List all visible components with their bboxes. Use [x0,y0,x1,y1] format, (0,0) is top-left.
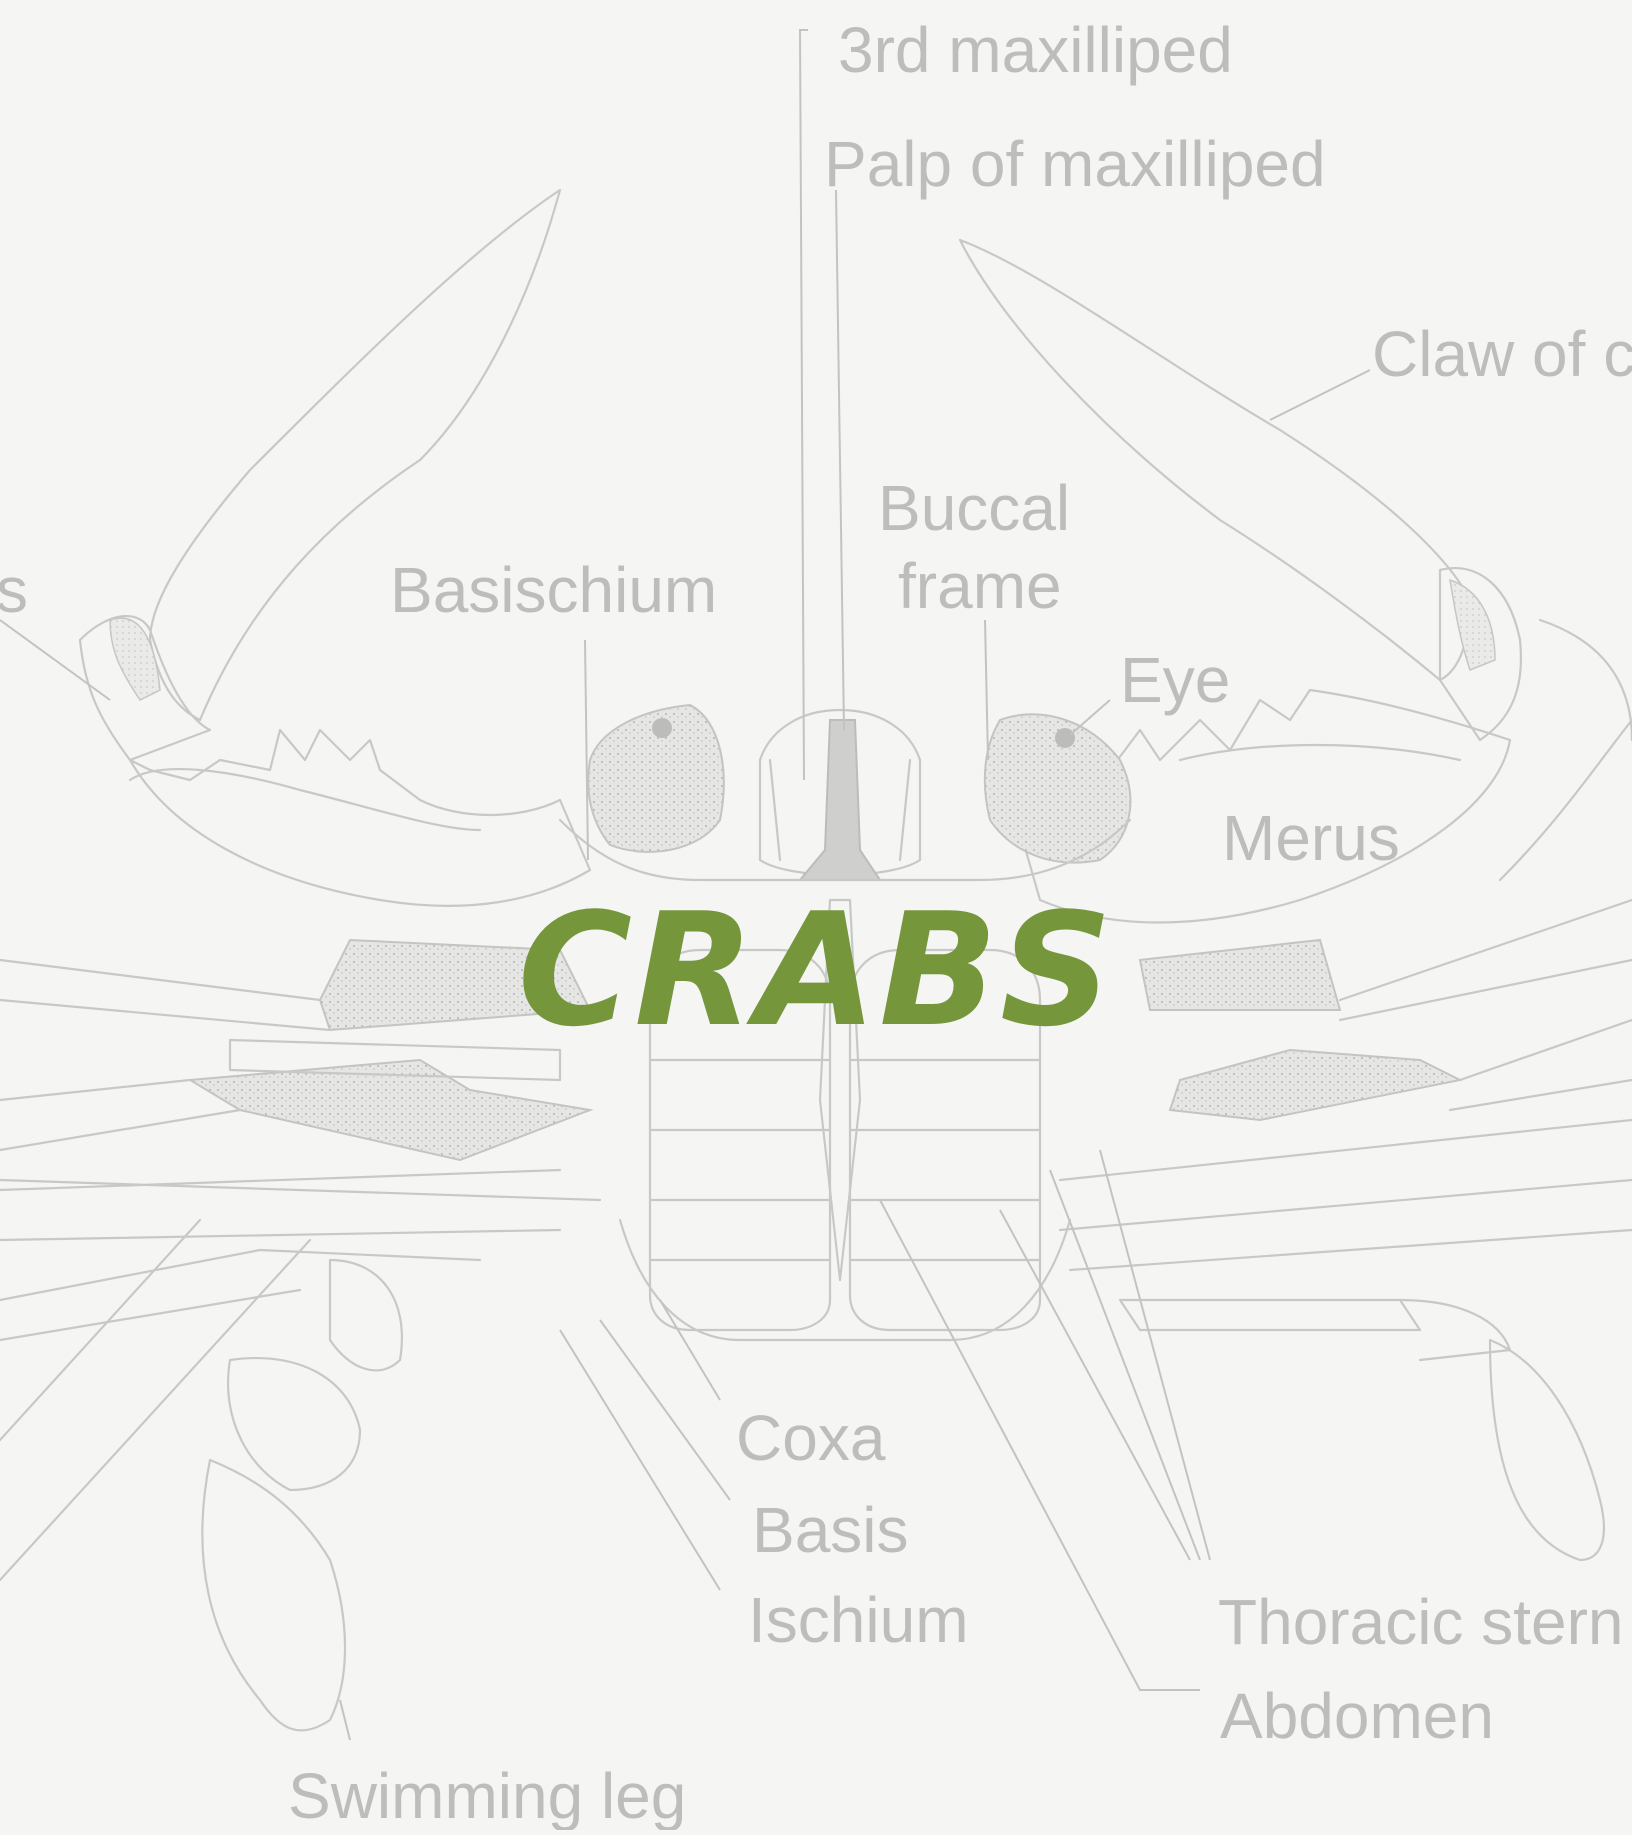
label-ischium: Ischium [748,1584,969,1656]
label-palp-of-maxilliped: Palp of maxilliped [824,128,1326,200]
label-basischium: Basischium [390,554,717,626]
label-claw: Claw of c [1372,318,1632,390]
label-left-partial: s [0,554,28,626]
label-coxa: Coxa [736,1402,886,1474]
label-merus: Merus [1222,802,1400,874]
label-eye: Eye [1120,644,1230,716]
label-thoracic-sternum: Thoracic stern [1218,1586,1623,1658]
left-claw [0,190,590,906]
page-title: CRABS [0,880,1632,1060]
label-buccal: Buccal [878,472,1070,544]
label-abdomen: Abdomen [1220,1680,1494,1752]
carapace-front [560,705,1130,880]
label-frame: frame [898,550,1062,622]
label-third-maxilliped: 3rd maxilliped [838,14,1233,86]
label-swimming-leg: Swimming leg [288,1760,686,1830]
label-basis: Basis [752,1494,909,1566]
